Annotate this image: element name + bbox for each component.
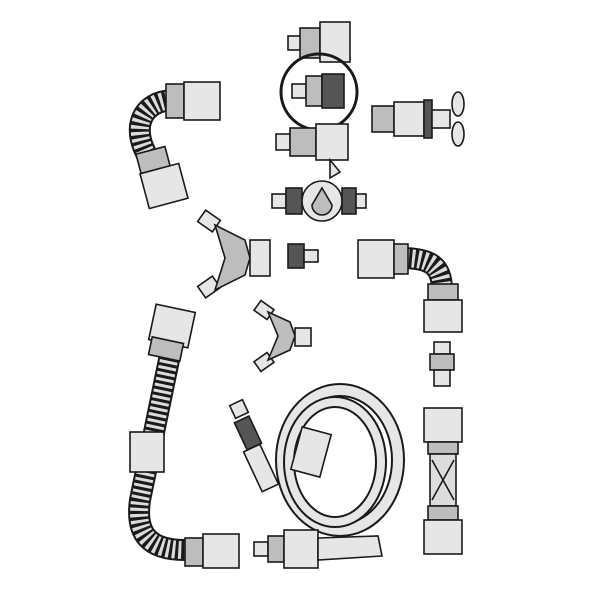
plug-adapter <box>287 243 319 269</box>
y-splitter-large <box>196 208 271 300</box>
y-splitter-small <box>252 299 312 373</box>
hose-repair-connector <box>423 407 463 555</box>
spray-gun-nozzle <box>228 398 280 493</box>
flow-control-coupling <box>271 180 367 222</box>
coiled-hose <box>275 383 405 537</box>
tap-adapter <box>287 21 351 63</box>
tap-connector-quick <box>275 123 349 180</box>
curved-hose-connector <box>128 81 221 210</box>
spray-nozzle <box>253 529 383 569</box>
tap-with-handle <box>371 91 465 147</box>
threaded-tap-connector <box>291 73 345 109</box>
curved-hose-connector-right <box>357 239 463 333</box>
double-male-connector <box>429 341 455 387</box>
hose-extension-long <box>128 303 240 569</box>
